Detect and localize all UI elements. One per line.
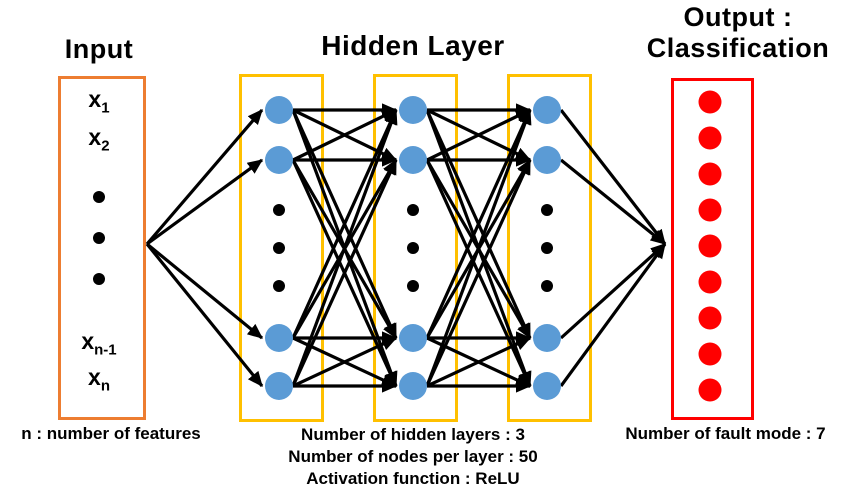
input-label-xn-1: xn-1: [81, 328, 117, 359]
hidden-layer-title: Hidden Layer: [321, 30, 505, 61]
input-box: [58, 76, 146, 420]
output-title-line1: Output :: [683, 2, 793, 32]
output-caption: Number of fault mode : 7: [625, 424, 826, 443]
input-caption: n : number of features: [21, 424, 201, 443]
input-label-x2: x2: [88, 124, 110, 155]
hidden-box-3: [507, 74, 592, 422]
hidden-box-2: [373, 74, 458, 422]
output-title-line2: Classification: [646, 33, 830, 63]
hidden-caption: Number of hidden layers : 3 Number of no…: [248, 424, 578, 490]
hidden-box-1: [239, 74, 324, 422]
input-label-x1: x1: [88, 86, 110, 117]
output-box: [671, 78, 754, 420]
input-title: Input: [64, 34, 134, 64]
hidden-caption-line3: Activation function : ReLU: [306, 469, 520, 488]
hidden-caption-line1: Number of hidden layers : 3: [301, 425, 525, 444]
input-label-xn: xn: [88, 364, 110, 395]
hidden-caption-line2: Number of nodes per layer : 50: [288, 447, 538, 466]
output-title: Output : Classification: [628, 2, 848, 64]
